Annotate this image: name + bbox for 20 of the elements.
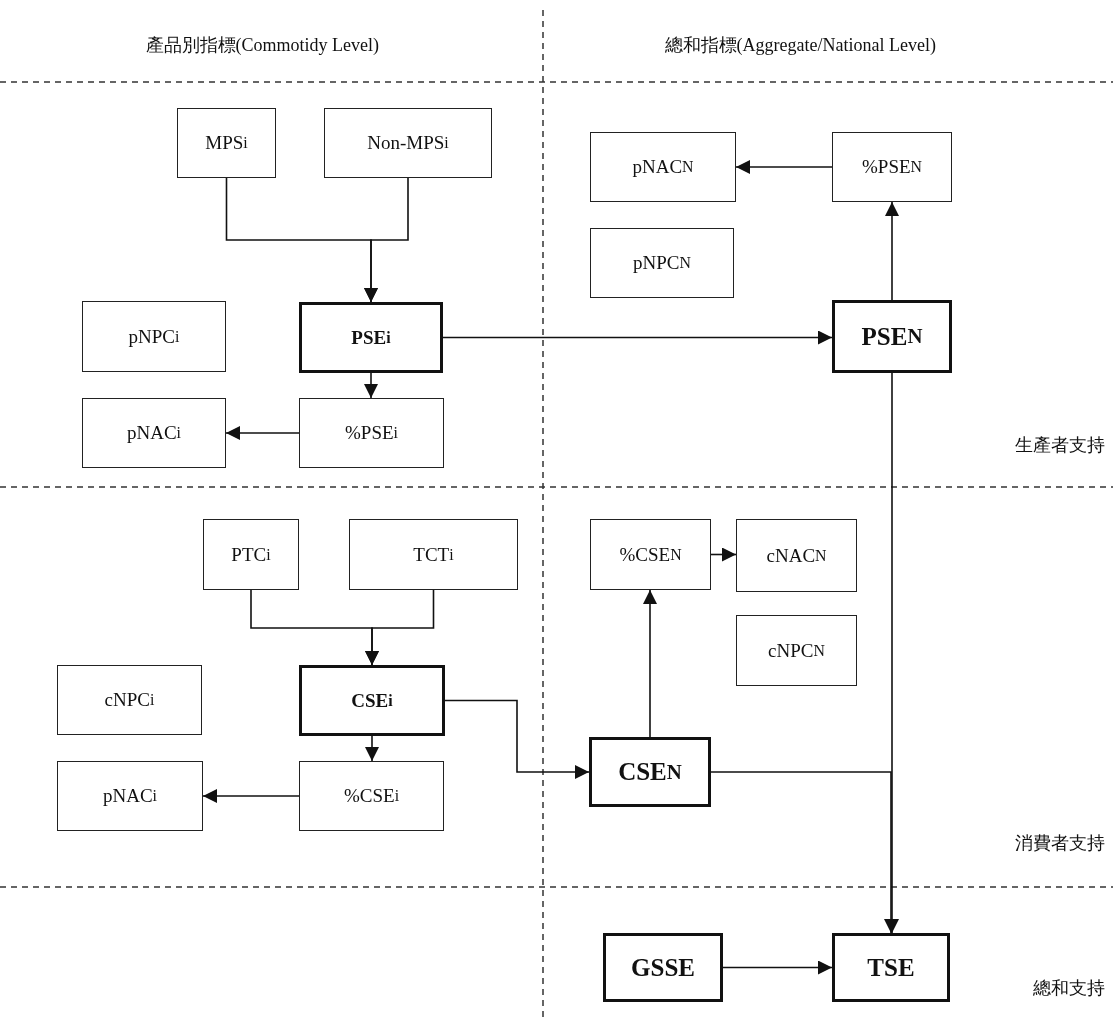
arrow bbox=[885, 201, 899, 301]
arrow bbox=[722, 960, 833, 975]
arrow bbox=[442, 330, 833, 345]
arrow bbox=[643, 589, 657, 738]
row-label: 生產者支持 bbox=[1015, 434, 1105, 457]
arrow bbox=[735, 160, 833, 174]
arrow bbox=[365, 589, 435, 666]
row-label: 消費者支持 bbox=[1015, 832, 1105, 855]
column-heading: 產品別指標(Commotidy Level) bbox=[145, 34, 379, 57]
column-heading: 總和指標(Aggregate/National Level) bbox=[664, 34, 936, 57]
row-label: 總和支持 bbox=[1033, 977, 1105, 1000]
arrow bbox=[364, 177, 409, 303]
arrow bbox=[202, 789, 300, 803]
arrow bbox=[364, 372, 378, 399]
process-box: TSE bbox=[832, 933, 950, 1002]
arrow bbox=[444, 699, 590, 779]
arrow bbox=[710, 547, 737, 562]
arrow bbox=[365, 735, 379, 762]
arrow bbox=[225, 426, 300, 440]
process-box: GSSE bbox=[603, 933, 723, 1002]
